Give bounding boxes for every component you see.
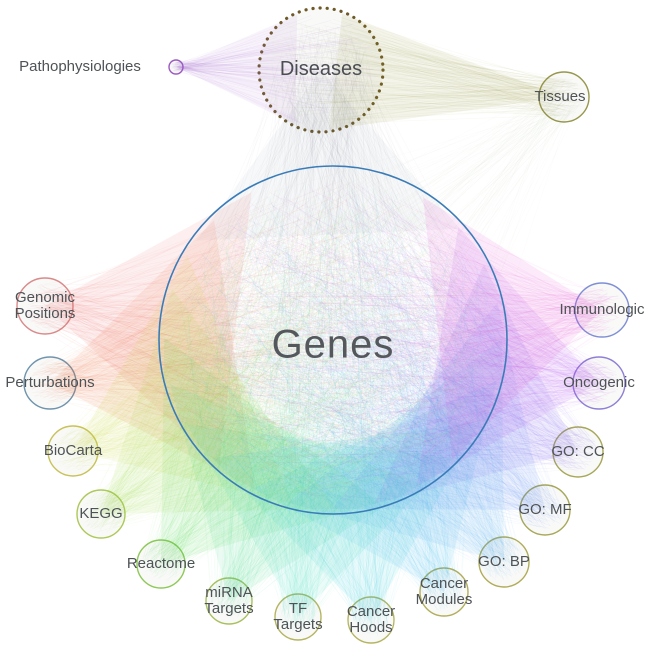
edge-wedge-biocarta: [73, 255, 294, 505]
node-circle-diseases[interactable]: [257, 6, 385, 134]
node-circle-mirna_targets[interactable]: [205, 577, 253, 625]
edge-wedge-cancer_hoods: [212, 421, 481, 620]
edge-wedge-diseases: [196, 70, 460, 241]
edge-lines: [24, 15, 624, 637]
node-circle-genes[interactable]: [158, 165, 508, 515]
node-circle-biocarta[interactable]: [47, 425, 99, 477]
edge-wedge-genomic_positions: [45, 192, 252, 465]
node-circle-kegg[interactable]: [76, 489, 126, 539]
node-circle-tissues[interactable]: [538, 71, 590, 123]
edge-wedge-oncogenic: [416, 227, 599, 487]
edge-wedge-tf_targets: [186, 424, 454, 617]
node-circle-perturbations[interactable]: [23, 356, 77, 410]
edge-wedge-go_bp: [288, 338, 504, 562]
edge-wedge-kegg: [101, 289, 337, 514]
edge-wedge-mirna_targets: [170, 384, 421, 601]
edge-wedge-cancer_modules: [252, 380, 497, 592]
node-circle-oncogenic[interactable]: [572, 356, 626, 410]
node-circle-go_mf[interactable]: [519, 484, 571, 536]
node-circle-go_cc[interactable]: [552, 426, 604, 478]
node-circle-pathophysiologies[interactable]: [168, 59, 184, 75]
edge-wedge-pathophysiologies: [176, 14, 298, 125]
edge-wedge-go_mf: [332, 302, 545, 510]
node-circle-genomic_positions[interactable]: [16, 277, 74, 335]
node-circle-immunologic[interactable]: [574, 282, 630, 338]
node-circle-cancer_hoods[interactable]: [347, 596, 395, 644]
node-circle-go_bp[interactable]: [478, 536, 530, 588]
edge-wedge-tissues: [329, 13, 564, 130]
node-circle-cancer_modules[interactable]: [419, 567, 469, 617]
edge-wedge-reactome: [161, 337, 379, 564]
edge-wedge-immunologic: [423, 197, 602, 460]
node-circle-reactome[interactable]: [136, 539, 186, 589]
edge-wedge-perturbations: [50, 220, 256, 490]
outline-circles: [158, 165, 508, 515]
edge-wedge-go_cc: [374, 264, 578, 504]
edge-wedges: [45, 13, 602, 620]
node-circle-tf_targets[interactable]: [274, 593, 322, 641]
node-circles: [16, 6, 630, 644]
